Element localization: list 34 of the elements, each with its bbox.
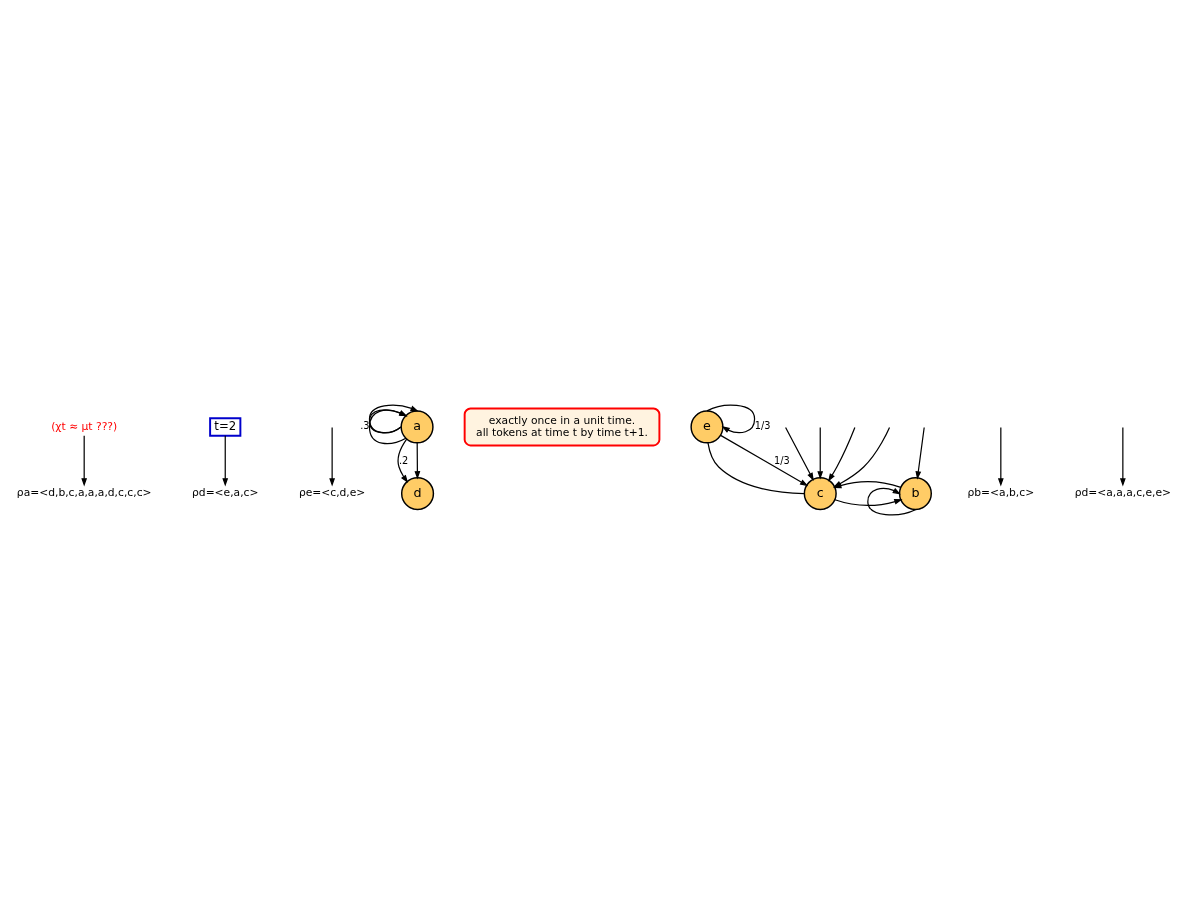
- node-circle: b: [898, 476, 932, 510]
- node-text: ρe=<c,d,e>: [298, 485, 366, 499]
- arrow: [329, 426, 336, 487]
- connector: [707, 441, 805, 494]
- node-box: exactly once in a unit time. all tokens at time t by time t+1.: [463, 406, 661, 446]
- arrow: [222, 434, 229, 486]
- node-text: ρd=<a,a,a,c,e,e>: [1074, 485, 1172, 499]
- node-box: t=2: [209, 416, 242, 437]
- edge-label: .2: [398, 454, 409, 466]
- arrow: [867, 487, 916, 515]
- arrow: [997, 426, 1004, 487]
- arrow: [368, 409, 408, 444]
- arrow: [720, 434, 809, 486]
- arrow: [397, 437, 409, 483]
- node-text: ρd=<e,a,c>: [192, 485, 259, 499]
- arrow: [785, 426, 814, 481]
- node-text: (χt ≈ μt ???): [51, 419, 118, 433]
- arrow: [368, 408, 408, 433]
- arrow: [368, 404, 419, 433]
- arrow: [915, 426, 925, 480]
- node-circle: e: [690, 409, 724, 444]
- arrow: [817, 426, 824, 479]
- node-circle: c: [803, 476, 837, 510]
- arrow: [81, 434, 88, 486]
- edge-label: .3: [360, 419, 370, 431]
- arrow: [827, 426, 856, 482]
- arrow: [706, 404, 756, 433]
- edge-label: 1/3: [774, 454, 790, 466]
- node-text: ρa=<d,b,c,a,a,a,d,c,c,c>: [16, 485, 152, 499]
- arrow: [414, 441, 421, 479]
- edge-label: 1/3: [754, 419, 771, 431]
- node-text: ρb=<a,b,c>: [967, 485, 1035, 499]
- arrow: [834, 498, 903, 506]
- arrow: [1119, 426, 1126, 487]
